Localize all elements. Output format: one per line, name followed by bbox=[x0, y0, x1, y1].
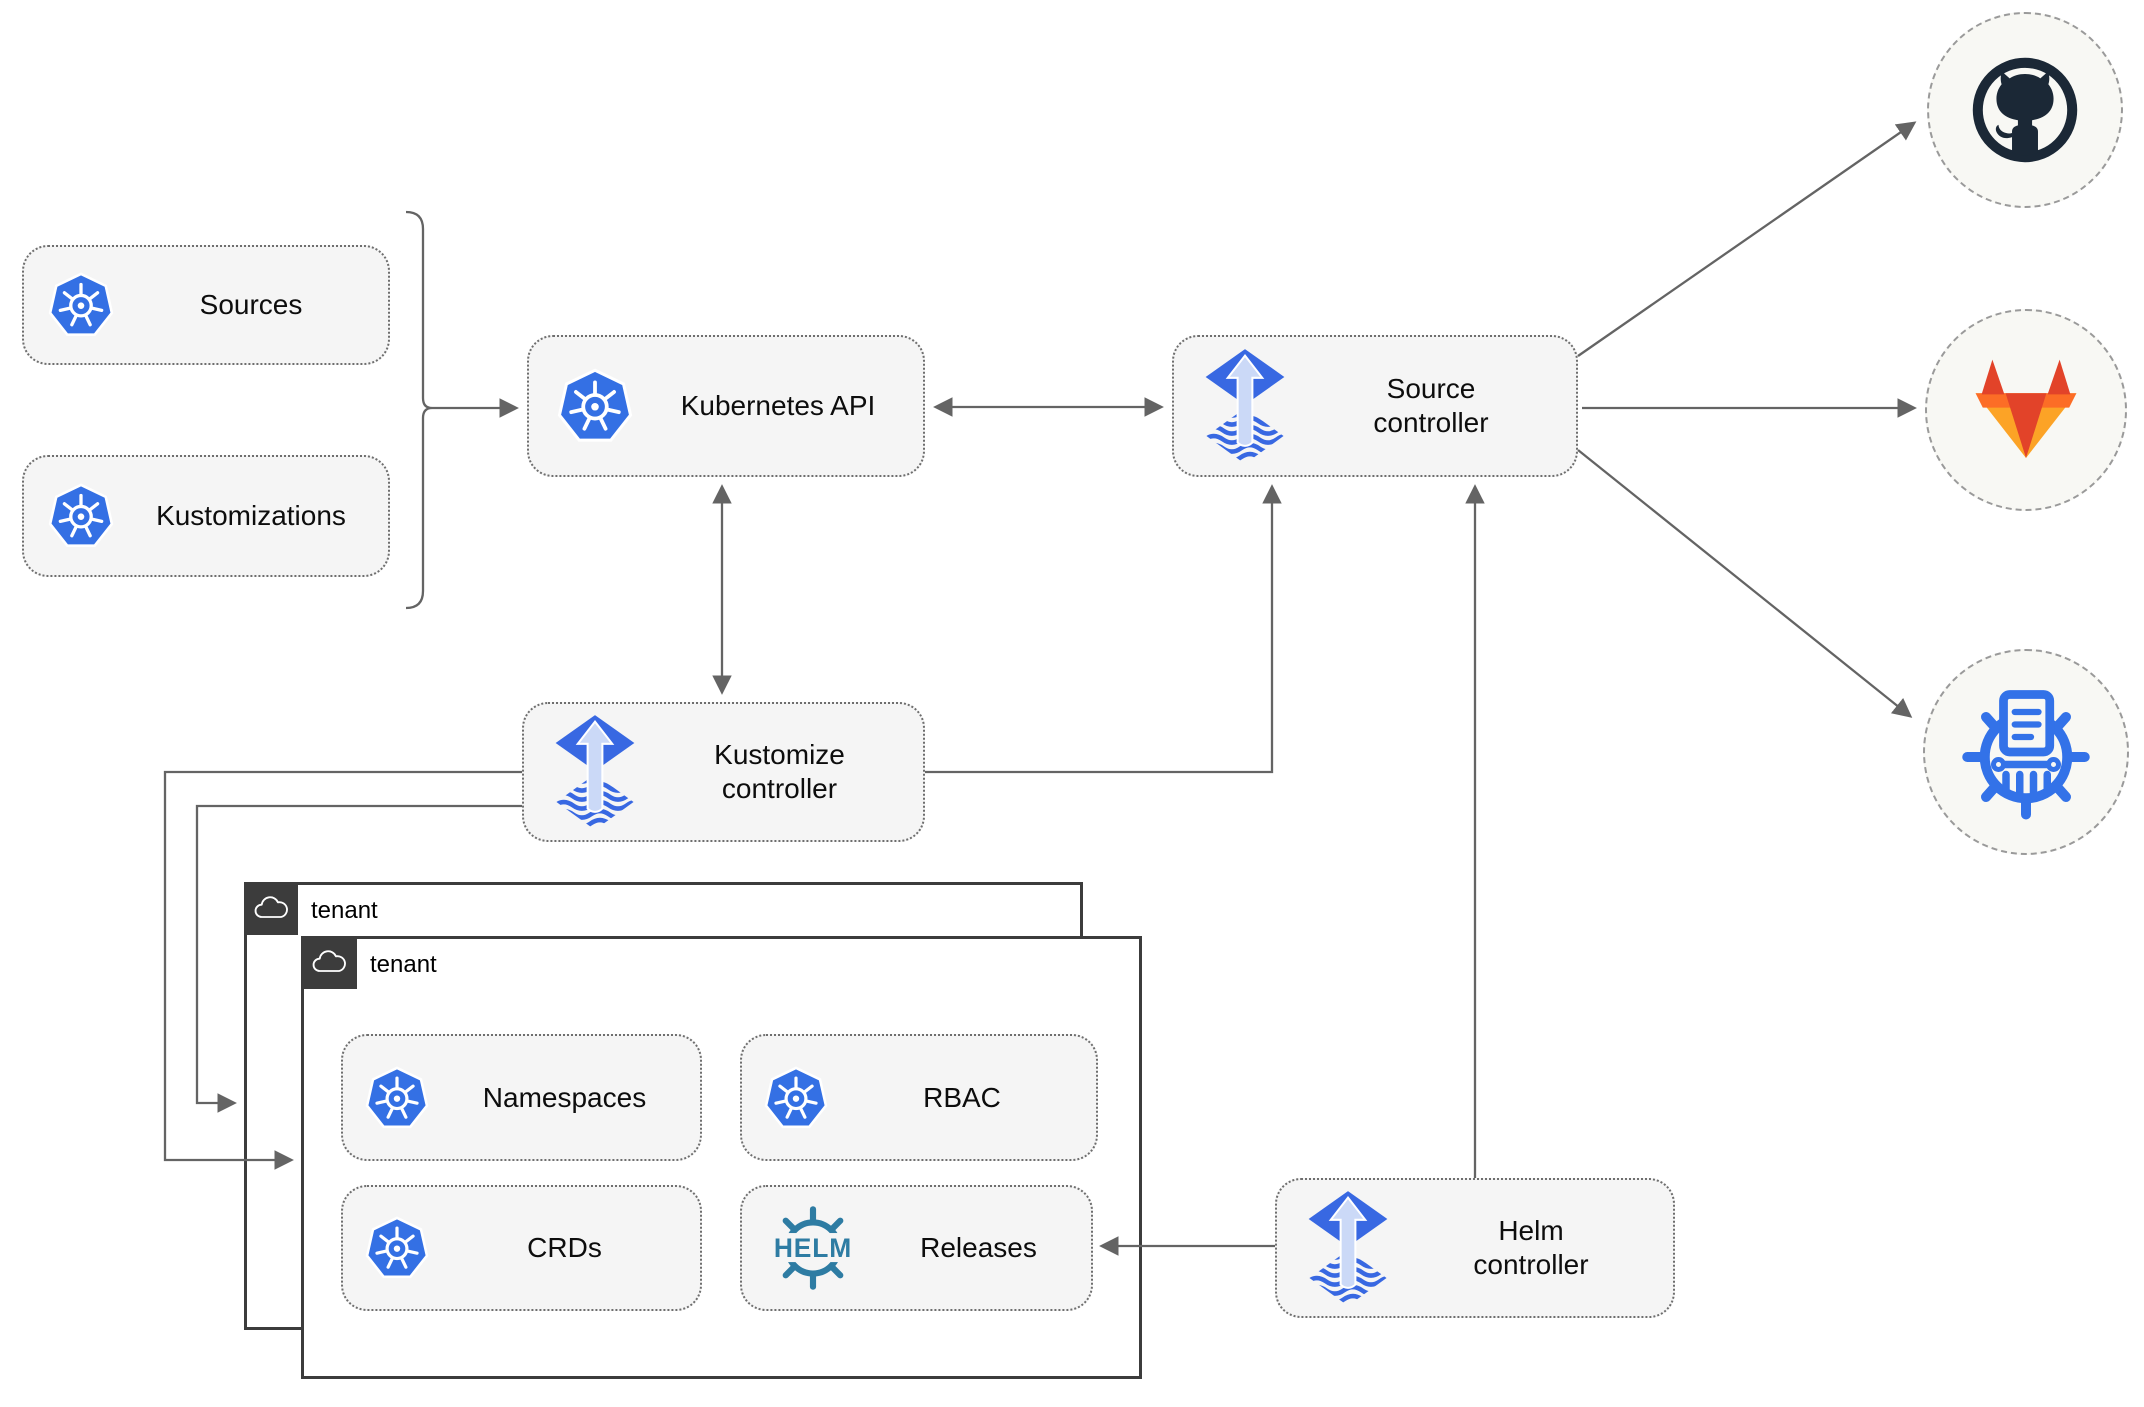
node-label: CRDs bbox=[527, 1232, 602, 1263]
tenant-front-label: tenant bbox=[370, 951, 437, 978]
kubernetes-icon bbox=[365, 1066, 429, 1130]
helm-icon bbox=[760, 1204, 866, 1292]
node-label: RBAC bbox=[923, 1081, 1001, 1113]
node-releases: Releases bbox=[740, 1185, 1093, 1311]
endpoint-gitlab bbox=[1925, 309, 2127, 511]
node-source-controller: Source controller bbox=[1172, 335, 1578, 477]
endpoint-chartmuseum bbox=[1923, 649, 2129, 855]
github-icon bbox=[1972, 57, 2078, 163]
node-label: Releases bbox=[920, 1232, 1037, 1263]
node-label: Kustomizations bbox=[156, 500, 346, 531]
group-brace bbox=[405, 210, 433, 610]
node-sources: Sources bbox=[22, 245, 390, 365]
edge-source-github bbox=[1577, 121, 1917, 357]
node-label: Namespaces bbox=[482, 1081, 647, 1113]
tenant-back-label: tenant bbox=[311, 897, 378, 924]
edge-source-chartmuseum bbox=[1577, 449, 1913, 718]
kubernetes-icon bbox=[764, 1066, 828, 1130]
kubernetes-icon bbox=[557, 368, 633, 444]
flux-icon bbox=[554, 715, 636, 830]
gitlab-icon bbox=[1975, 359, 2077, 458]
kubernetes-icon bbox=[48, 483, 114, 549]
node-label: Kustomize controller bbox=[714, 739, 845, 804]
flux-icon bbox=[1204, 349, 1286, 464]
node-kustomizations: Kustomizations bbox=[22, 455, 390, 577]
tenant-front-tab bbox=[301, 936, 357, 989]
edge-kustomize-source bbox=[925, 484, 1282, 774]
node-label: Helm controller bbox=[1473, 1215, 1589, 1280]
tenant-back-tab bbox=[244, 882, 298, 935]
endpoint-github bbox=[1927, 12, 2123, 208]
node-crds: CRDs bbox=[341, 1185, 702, 1311]
node-label: Kubernetes API bbox=[680, 390, 876, 421]
kubernetes-icon bbox=[365, 1216, 429, 1280]
node-helm-controller: Helm controller bbox=[1275, 1178, 1675, 1318]
cloud-icon bbox=[312, 950, 346, 975]
flux-icon bbox=[1307, 1191, 1389, 1306]
node-kubernetes-api: Kubernetes API bbox=[527, 335, 925, 477]
node-label: Source controller bbox=[1373, 373, 1489, 438]
node-rbac: RBAC bbox=[740, 1034, 1098, 1161]
tenant-box-front: tenant Namespaces RBAC CRDs Releases bbox=[301, 936, 1142, 1379]
kubernetes-icon bbox=[48, 272, 114, 338]
node-label: Sources bbox=[199, 289, 303, 320]
cloud-icon bbox=[254, 896, 288, 921]
node-namespaces: Namespaces bbox=[341, 1034, 702, 1161]
chartmuseum-icon bbox=[1962, 690, 2090, 820]
node-kustomize-controller: Kustomize controller bbox=[522, 702, 925, 842]
